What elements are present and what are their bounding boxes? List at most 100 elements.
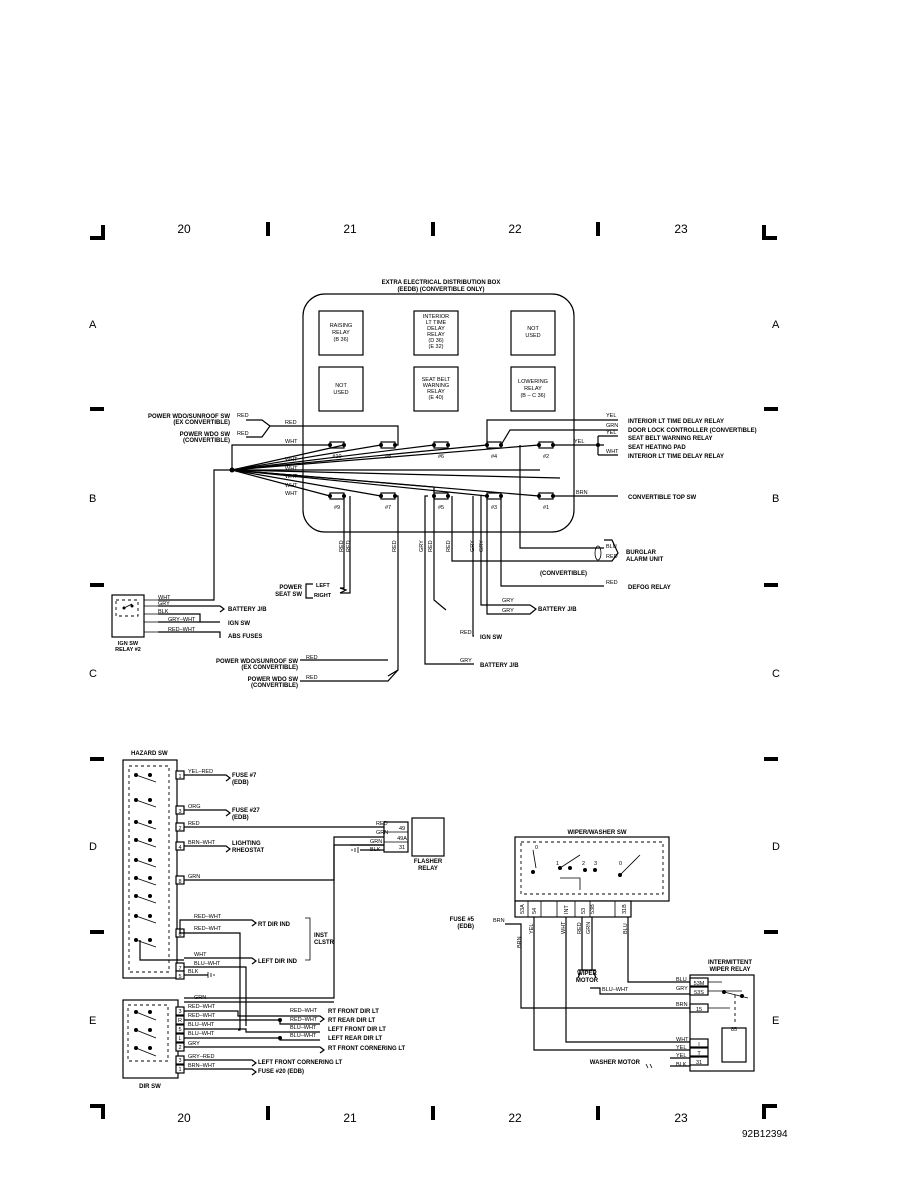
wire-label: RED bbox=[392, 540, 398, 552]
wire-label: BLU bbox=[623, 923, 629, 934]
eedb-subtitle: (EEDB) (CONVERTIBLE ONLY) bbox=[397, 287, 484, 293]
wire-label: RED bbox=[306, 675, 318, 681]
row-label: C bbox=[89, 668, 97, 680]
dest-label: RT FRONT CORNERING LT bbox=[328, 1046, 406, 1052]
dest-label: IGN SW bbox=[480, 635, 502, 641]
wire-label: GRN bbox=[376, 830, 388, 836]
pin-label: 6 bbox=[178, 932, 181, 938]
wire-label: WHT bbox=[285, 483, 298, 489]
row-label: D bbox=[89, 841, 97, 853]
dest-label: BATTERY J/B bbox=[480, 663, 519, 669]
wire-label: WHT bbox=[561, 921, 567, 934]
pin-label: 49 bbox=[399, 826, 405, 832]
wire-label: BLK bbox=[188, 969, 199, 975]
relay-text: NOT bbox=[527, 326, 539, 332]
dest-label: INST bbox=[314, 933, 328, 939]
dest-label: SEAT BELT WARNING RELAY bbox=[628, 436, 713, 442]
pin-label: 7 bbox=[178, 966, 181, 972]
pin-label: 5 bbox=[178, 1027, 181, 1033]
dest-label: SEAT HEATING PAD bbox=[628, 445, 686, 451]
row-label: B bbox=[772, 493, 779, 505]
pin-label: 53 bbox=[581, 908, 587, 914]
wire-label: RED bbox=[606, 580, 618, 586]
dir-sw-label: DIR SW bbox=[139, 1084, 161, 1090]
row-label: B bbox=[89, 493, 96, 505]
relay-text: (B 36) bbox=[334, 337, 349, 343]
seat-sw-label: SEAT SW bbox=[275, 592, 302, 598]
eedb-relay: NOT USED bbox=[318, 366, 364, 412]
fuse-label: #2 bbox=[543, 454, 549, 460]
pin-label: 31 bbox=[399, 845, 405, 851]
col-label: 20 bbox=[177, 1111, 191, 1125]
position-label: 1 bbox=[556, 861, 559, 867]
relay-text: RELAY bbox=[332, 330, 350, 336]
eedb-relay: RAISING RELAY (B 36) bbox=[318, 310, 364, 356]
sw-label: POWER WDO/SUNROOF SW bbox=[148, 414, 230, 420]
hazard-wiring bbox=[139, 774, 388, 1031]
wire-label: WHT bbox=[606, 449, 619, 455]
wire-label: GRN bbox=[194, 995, 206, 1001]
dest-label: BURGLAR bbox=[626, 550, 657, 556]
relay-text: RELAY bbox=[427, 389, 445, 395]
wire-label: RED–WHT bbox=[290, 1008, 318, 1014]
relay-text: USED bbox=[525, 333, 540, 339]
wire-label: RED bbox=[376, 821, 388, 827]
wire-label: BLU–WHT bbox=[194, 961, 221, 967]
dest-label: BATTERY J/B bbox=[538, 607, 577, 613]
wire-label: BLU bbox=[676, 977, 687, 983]
pin-label: 53S bbox=[694, 990, 704, 996]
relay-text: LOWERING bbox=[518, 379, 548, 385]
position-label: 3 bbox=[594, 861, 597, 867]
pin-label: 53A bbox=[520, 904, 526, 914]
wire-label: RED–WHT bbox=[194, 926, 222, 932]
wiper-wiring bbox=[505, 917, 690, 1069]
relay-text: LT TIME bbox=[426, 320, 447, 326]
wire-label: ORG bbox=[188, 804, 201, 810]
col-label: 21 bbox=[343, 222, 357, 236]
wire-label: WHT bbox=[285, 439, 298, 445]
wire-label: WHT bbox=[194, 952, 207, 958]
ground-icon bbox=[207, 972, 215, 978]
wire-label: RED bbox=[237, 413, 249, 419]
pin-label: 2 bbox=[178, 1045, 181, 1051]
wire-label: BLK bbox=[676, 1062, 687, 1068]
wire-label: RED bbox=[285, 420, 297, 426]
wire-label: GRY–WHT bbox=[168, 617, 196, 623]
pin-label: T bbox=[697, 1051, 701, 1057]
relay-text: SEAT BELT bbox=[422, 377, 451, 383]
dest-label: (CONVERTIBLE) bbox=[540, 571, 587, 577]
sw-label: POWER WDO SW bbox=[180, 432, 231, 438]
wire-label: BRN–WHT bbox=[188, 840, 216, 846]
relay-text: WARNING bbox=[423, 383, 449, 389]
relay-text: USED bbox=[333, 390, 348, 396]
wire-label: BLU–WHT bbox=[188, 1031, 215, 1037]
pin-label: 31B bbox=[622, 904, 628, 914]
wire-label: BLU–WHT bbox=[290, 1033, 317, 1039]
wire-label: RED–WHT bbox=[290, 1017, 318, 1023]
flasher-relay bbox=[351, 817, 445, 857]
fuse-label: #1 bbox=[543, 505, 549, 511]
wire-label: WHT bbox=[158, 595, 171, 601]
relay-text: (E 32) bbox=[429, 344, 444, 350]
hazard-switch bbox=[122, 759, 185, 980]
relay-text: DELAY bbox=[427, 326, 445, 332]
col-label: 22 bbox=[508, 222, 522, 236]
pin-label: 5 bbox=[178, 974, 181, 980]
wire-label: RED bbox=[306, 655, 318, 661]
wire-label: GRY bbox=[676, 986, 688, 992]
row-label: C bbox=[772, 668, 780, 680]
wire-label: BRN bbox=[676, 1002, 688, 1008]
wire-label: BRN–WHT bbox=[188, 1063, 216, 1069]
relay-text: NOT bbox=[335, 383, 347, 389]
shield-loop bbox=[594, 545, 602, 561]
wire-label: GRN bbox=[188, 874, 200, 880]
dest-label: ALARM UNIT bbox=[626, 557, 664, 563]
brace bbox=[305, 583, 313, 599]
wire-label: BLU bbox=[606, 544, 617, 550]
eedb-relay: SEAT BELT WARNING RELAY (E 40) bbox=[413, 366, 459, 412]
pin-label: I bbox=[698, 1042, 700, 1048]
wire-label: RED bbox=[339, 540, 345, 552]
eedb-box bbox=[302, 293, 575, 533]
row-label: D bbox=[772, 841, 780, 853]
sw-label: (EX CONVERTIBLE) bbox=[173, 420, 230, 426]
